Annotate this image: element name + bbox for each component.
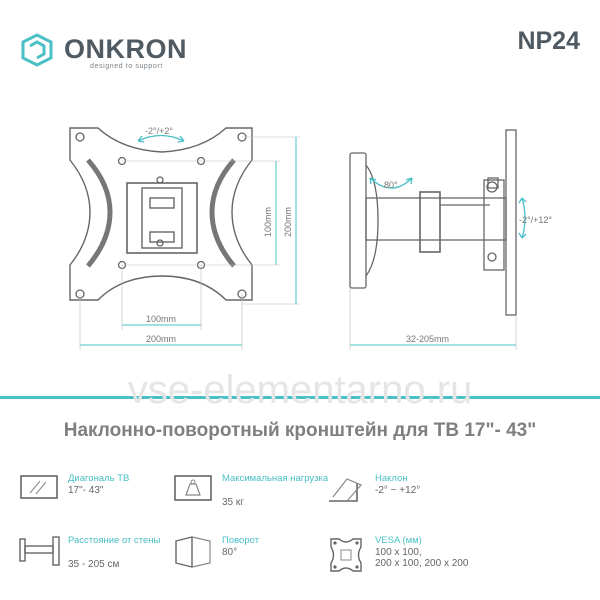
width-inner-label: 100mm bbox=[146, 314, 176, 324]
spec-tilt-value: -2° ~ +12° bbox=[375, 485, 421, 496]
spec-distance-label: Расстояние от стены bbox=[68, 535, 161, 546]
spec-vesa: VESA (мм) 100 x 100, 200 x 100, 200 x 20… bbox=[325, 535, 535, 585]
height-outer-label: 200mm bbox=[283, 207, 293, 237]
weight-icon bbox=[174, 475, 212, 501]
technical-drawing: -2°/+2° 100mm 200mm 100mm 200mm bbox=[69, 126, 552, 350]
brand-logo: ONKRON designed to support bbox=[20, 27, 200, 71]
spec-diagonal-value: 17"- 43" bbox=[68, 485, 104, 496]
vesa-pattern-icon bbox=[330, 538, 362, 572]
spec-distance-value: 35 - 205 см bbox=[68, 559, 120, 570]
front-view-plate bbox=[69, 127, 253, 301]
spec-tilt-label: Наклон bbox=[375, 473, 408, 484]
brand-tagline: designed to support bbox=[90, 63, 163, 70]
wall-distance-icon bbox=[19, 536, 60, 566]
depth-dimension bbox=[349, 288, 517, 350]
spec-tilt: Наклон -2° ~ +12° bbox=[325, 473, 495, 523]
spec-diagonal: Диагональ ТВ 17"- 43" bbox=[18, 473, 188, 523]
spec-load-label: Максимальная нагрузка bbox=[222, 473, 329, 484]
front-rotation-label: -2°/+2° bbox=[145, 126, 173, 136]
watermark-text: vse-elementarno.ru bbox=[127, 368, 473, 412]
accent-divider bbox=[0, 396, 600, 399]
tilt-angle-icon bbox=[329, 478, 362, 502]
side-view-bracket bbox=[349, 129, 517, 316]
spec-vesa-value-line2: 200 x 100, 200 x 200 bbox=[375, 558, 469, 569]
width-dimensions bbox=[79, 265, 243, 350]
side-tilt-arrow bbox=[518, 197, 527, 239]
height-dimensions bbox=[122, 136, 300, 305]
spec-rotation-value: 80° bbox=[222, 547, 238, 558]
spec-rotation: Поворот 80° bbox=[172, 535, 342, 585]
spec-vesa-label: VESA (мм) bbox=[375, 535, 422, 546]
swivel-rotation-icon bbox=[175, 536, 211, 568]
spec-load: Максимальная нагрузка 35 кг bbox=[172, 473, 342, 523]
front-rotation-arrow bbox=[137, 134, 185, 143]
spec-distance: Расстояние от стены 35 - 205 см bbox=[18, 535, 188, 585]
side-tilt-label: -2°/+12° bbox=[519, 215, 552, 225]
side-swivel-arrow bbox=[369, 177, 413, 189]
product-title: Наклонно-поворотный кронштейн для ТВ 17"… bbox=[63, 420, 537, 441]
spec-vesa-value-line1: 100 x 100, bbox=[375, 547, 422, 558]
tv-screen-icon bbox=[20, 475, 58, 499]
side-swivel-label: 80° bbox=[384, 180, 398, 190]
model-number: NP24 bbox=[517, 27, 580, 55]
side-depth-label: 32-205mm bbox=[406, 334, 449, 344]
spec-rotation-label: Поворот bbox=[222, 535, 260, 546]
spec-load-value: 35 кг bbox=[222, 497, 244, 508]
width-outer-label: 200mm bbox=[146, 334, 176, 344]
spec-diagonal-label: Диагональ ТВ bbox=[68, 473, 130, 484]
height-inner-label: 100mm bbox=[263, 207, 273, 237]
brand-name: ONKRON bbox=[64, 34, 187, 64]
front-view-holes bbox=[75, 132, 247, 299]
onkron-cube-logo-icon bbox=[21, 33, 53, 67]
